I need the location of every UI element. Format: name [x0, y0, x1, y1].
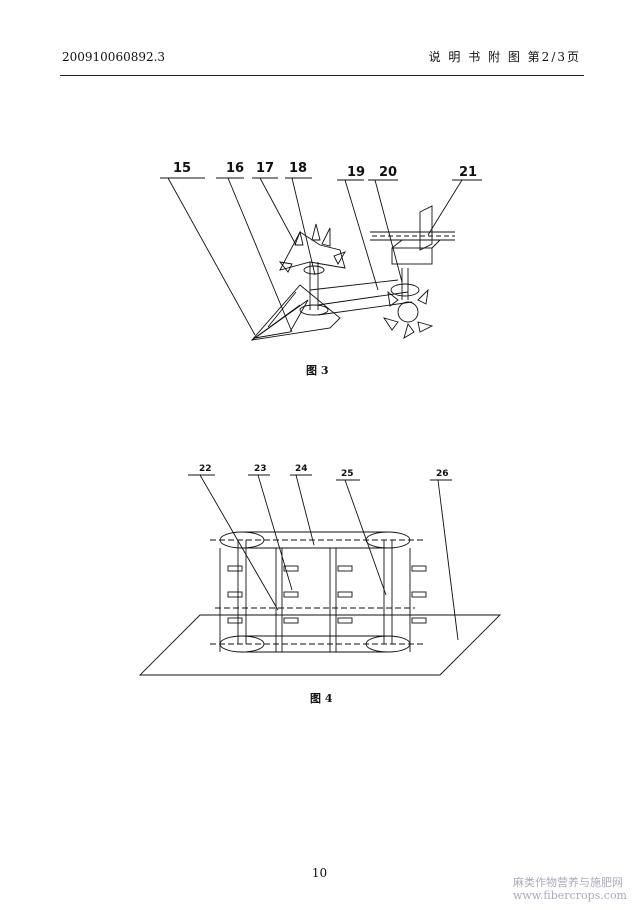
fig4-label-24: 24	[295, 464, 308, 474]
watermark: 麻类作物营养与施肥网 www.fibercrops.com	[513, 876, 627, 902]
figure-4-caption: 图 4	[310, 692, 333, 705]
fig4-label-26: 26	[436, 469, 449, 479]
figure-3-drawing	[160, 177, 482, 341]
fig3-label-16: 16	[226, 161, 244, 176]
page-section-title: 说 明 书 附 图 第2/3页	[428, 50, 581, 64]
watermark-line-1: 麻类作物营养与施肥网	[512, 876, 623, 889]
figure-4-drawing	[138, 474, 502, 676]
fig3-label-17: 17	[256, 161, 274, 176]
fig3-label-15: 15	[173, 161, 191, 176]
watermark-line-2: www.fibercrops.com	[512, 889, 627, 902]
fig4-label-22: 22	[199, 464, 212, 474]
fig3-label-20: 20	[379, 165, 397, 180]
fig4-label-23: 23	[254, 464, 267, 474]
header-rule	[60, 75, 584, 76]
document-number: 200910060892.3	[62, 50, 166, 64]
fig3-label-19: 19	[347, 165, 365, 180]
page-number: 10	[311, 866, 328, 880]
fig4-label-25: 25	[341, 469, 354, 479]
fig3-label-21: 21	[459, 165, 477, 180]
figure-3-caption: 图 3	[306, 364, 329, 377]
fig3-label-18: 18	[289, 161, 307, 176]
